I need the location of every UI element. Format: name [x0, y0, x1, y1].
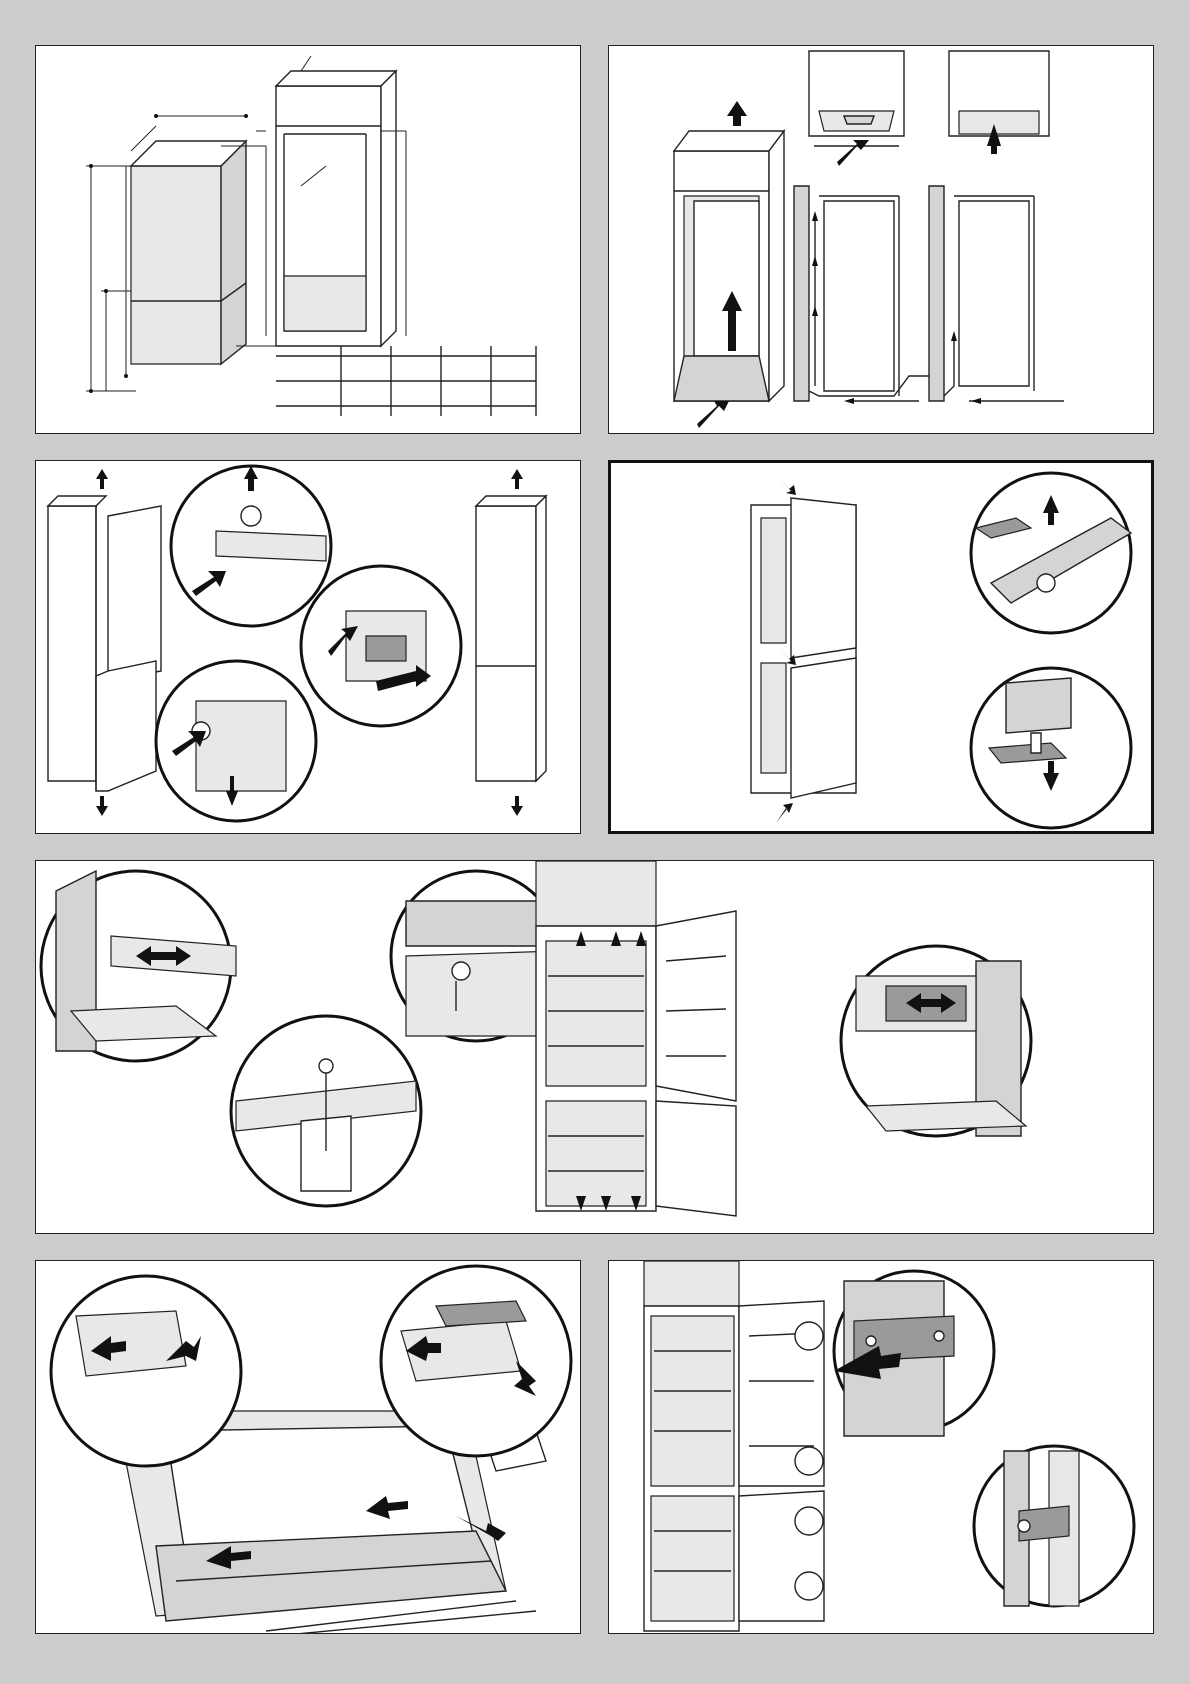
panel-door-caps: [608, 460, 1154, 834]
panel-door-fixing: [608, 1260, 1154, 1634]
fixing-brackets-diagram: [36, 861, 1154, 1234]
panel-ventilation: [608, 45, 1154, 434]
door-caps-diagram: [611, 463, 1154, 834]
niche-dimensions-diagram: [36, 46, 581, 434]
hinge-reversal-diagram: [36, 461, 581, 834]
plinth-grille-diagram: [36, 1261, 581, 1634]
panel-plinth-grille: [35, 1260, 581, 1634]
panel-fixing-brackets: [35, 860, 1154, 1234]
panel-hinge-reversal: [35, 460, 581, 834]
ventilation-diagram: [609, 46, 1154, 434]
door-fixing-diagram: [609, 1261, 1154, 1634]
panel-niche-dimensions: [35, 45, 581, 434]
